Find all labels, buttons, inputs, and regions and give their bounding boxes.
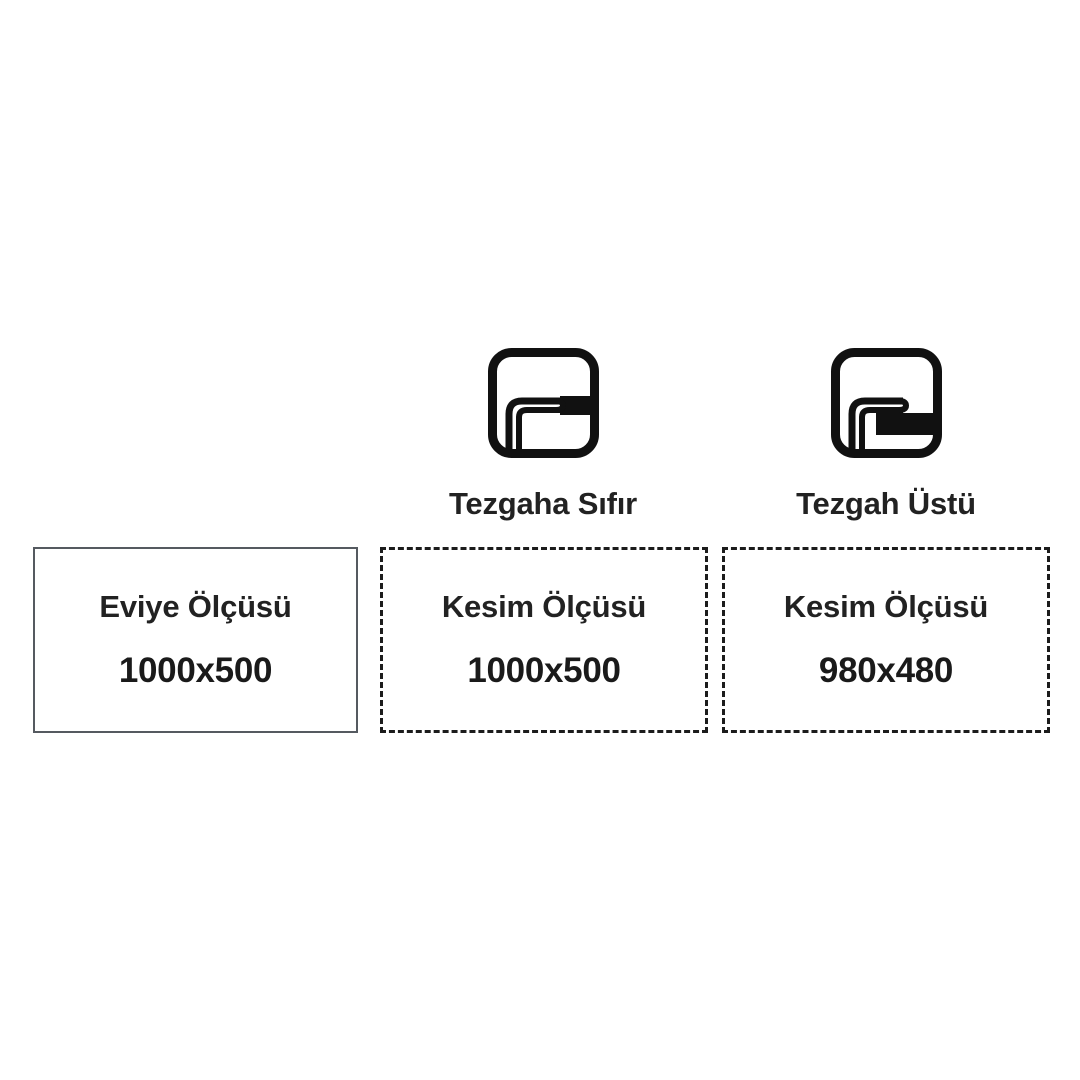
- cut-size-title-tezgaha-sifir: Kesim Ölçüsü: [441, 589, 647, 624]
- cut-size-title-tezgah-ustu: Kesim Ölçüsü: [783, 589, 989, 624]
- option-caption-tezgaha-sifir: Tezgaha Sıfır: [448, 486, 638, 521]
- cut-size-box-tezgaha-sifir: Kesim Ölçüsü 1000x500: [380, 547, 708, 733]
- sink-top-mount-icon: [830, 347, 943, 459]
- cut-size-value-tezgah-ustu: 980x480: [818, 651, 954, 690]
- sink-flush-mount-icon: [487, 347, 600, 459]
- option-caption-tezgah-ustu: Tezgah Üstü: [796, 486, 976, 521]
- cut-size-box-tezgah-ustu: Kesim Ölçüsü 980x480: [722, 547, 1050, 733]
- sink-size-value: 1000x500: [118, 651, 273, 690]
- sink-size-box: Eviye Ölçüsü 1000x500: [33, 547, 358, 733]
- cut-size-value-tezgaha-sifir: 1000x500: [467, 651, 621, 690]
- sink-size-title: Eviye Ölçüsü: [99, 589, 292, 624]
